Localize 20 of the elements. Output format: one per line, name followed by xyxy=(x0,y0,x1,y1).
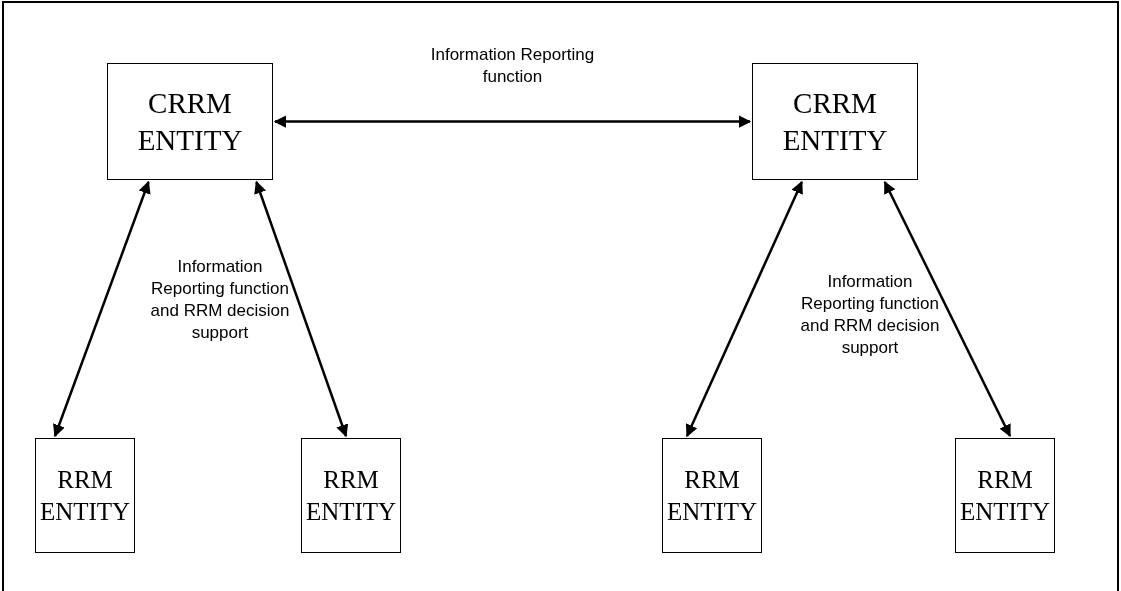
edge-label: Information Reporting function xyxy=(429,43,596,88)
annotation-label: Information Reporting function and RRM decision support xyxy=(799,271,941,360)
entity-box xyxy=(35,438,135,553)
entity-box xyxy=(752,63,918,180)
double-arrow xyxy=(685,180,803,438)
double-arrow xyxy=(273,115,752,128)
entity-label: CRRM ENTITY xyxy=(136,86,244,158)
entity-label: RRM ENTITY xyxy=(304,465,398,527)
entity-box xyxy=(107,63,273,180)
entity-box xyxy=(955,438,1055,553)
entity-label: RRM ENTITY xyxy=(958,465,1052,527)
entity-box xyxy=(662,438,762,553)
entity-box xyxy=(301,438,401,553)
entity-label: RRM ENTITY xyxy=(38,465,132,527)
entity-label: RRM ENTITY xyxy=(665,465,759,527)
double-arrow xyxy=(53,180,151,438)
double-arrow xyxy=(883,180,1012,438)
annotation-label: Information Reporting function and RRM decision support xyxy=(149,256,291,345)
entity-label: CRRM ENTITY xyxy=(781,86,889,158)
double-arrow xyxy=(254,180,349,438)
